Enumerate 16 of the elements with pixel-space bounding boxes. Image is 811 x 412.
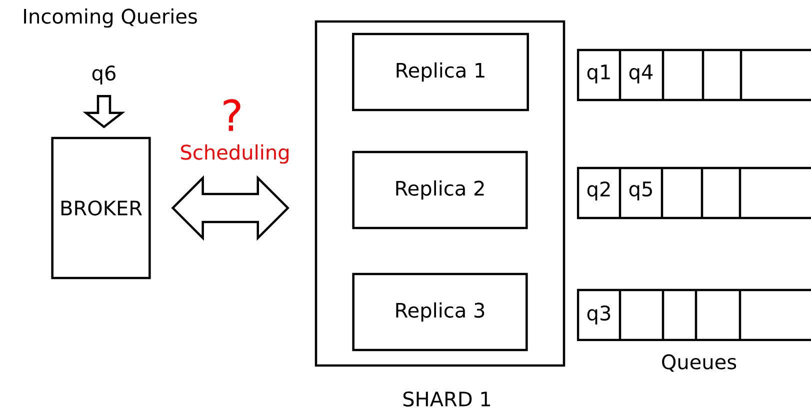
block-arrow [82,94,126,128]
replica-box: Replica 1 [352,32,529,112]
heading: Incoming Queries [24,8,197,28]
edge-label: Scheduling [181,144,288,164]
broker-box: BROKER [51,136,151,280]
queue-item: q2 [587,182,610,200]
queue-item: q4 [629,64,653,84]
replica-box: Replica 3 [352,272,528,352]
query-label: q6 [92,66,116,84]
queue-item: q3 [587,306,610,324]
question-mark: ? [224,99,240,131]
queue-caption: Queues [662,354,736,372]
queue-item: q5 [629,182,652,200]
queue-item: q1 [587,64,610,84]
replica-box: Replica 2 [352,150,528,230]
node-label: SHARD 1 [403,391,490,407]
